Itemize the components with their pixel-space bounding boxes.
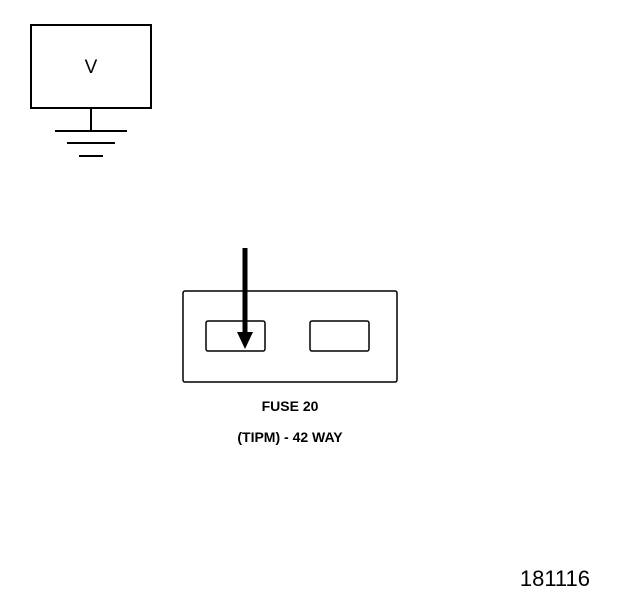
voltmeter-label: V [85,57,98,78]
fuse-title: FUSE 20 [262,398,319,414]
figure-id: 181116 [520,566,590,591]
fuse-housing [182,290,398,383]
probe-arrow-icon [237,248,253,349]
fuse-housing-outline [182,290,398,383]
ground-icon [55,108,127,157]
voltmeter: V [30,24,152,109]
fuse-terminal-right [309,320,370,352]
connector-label: (TIPM) - 42 WAY [237,429,343,445]
fuse-terminal-left [205,320,266,352]
